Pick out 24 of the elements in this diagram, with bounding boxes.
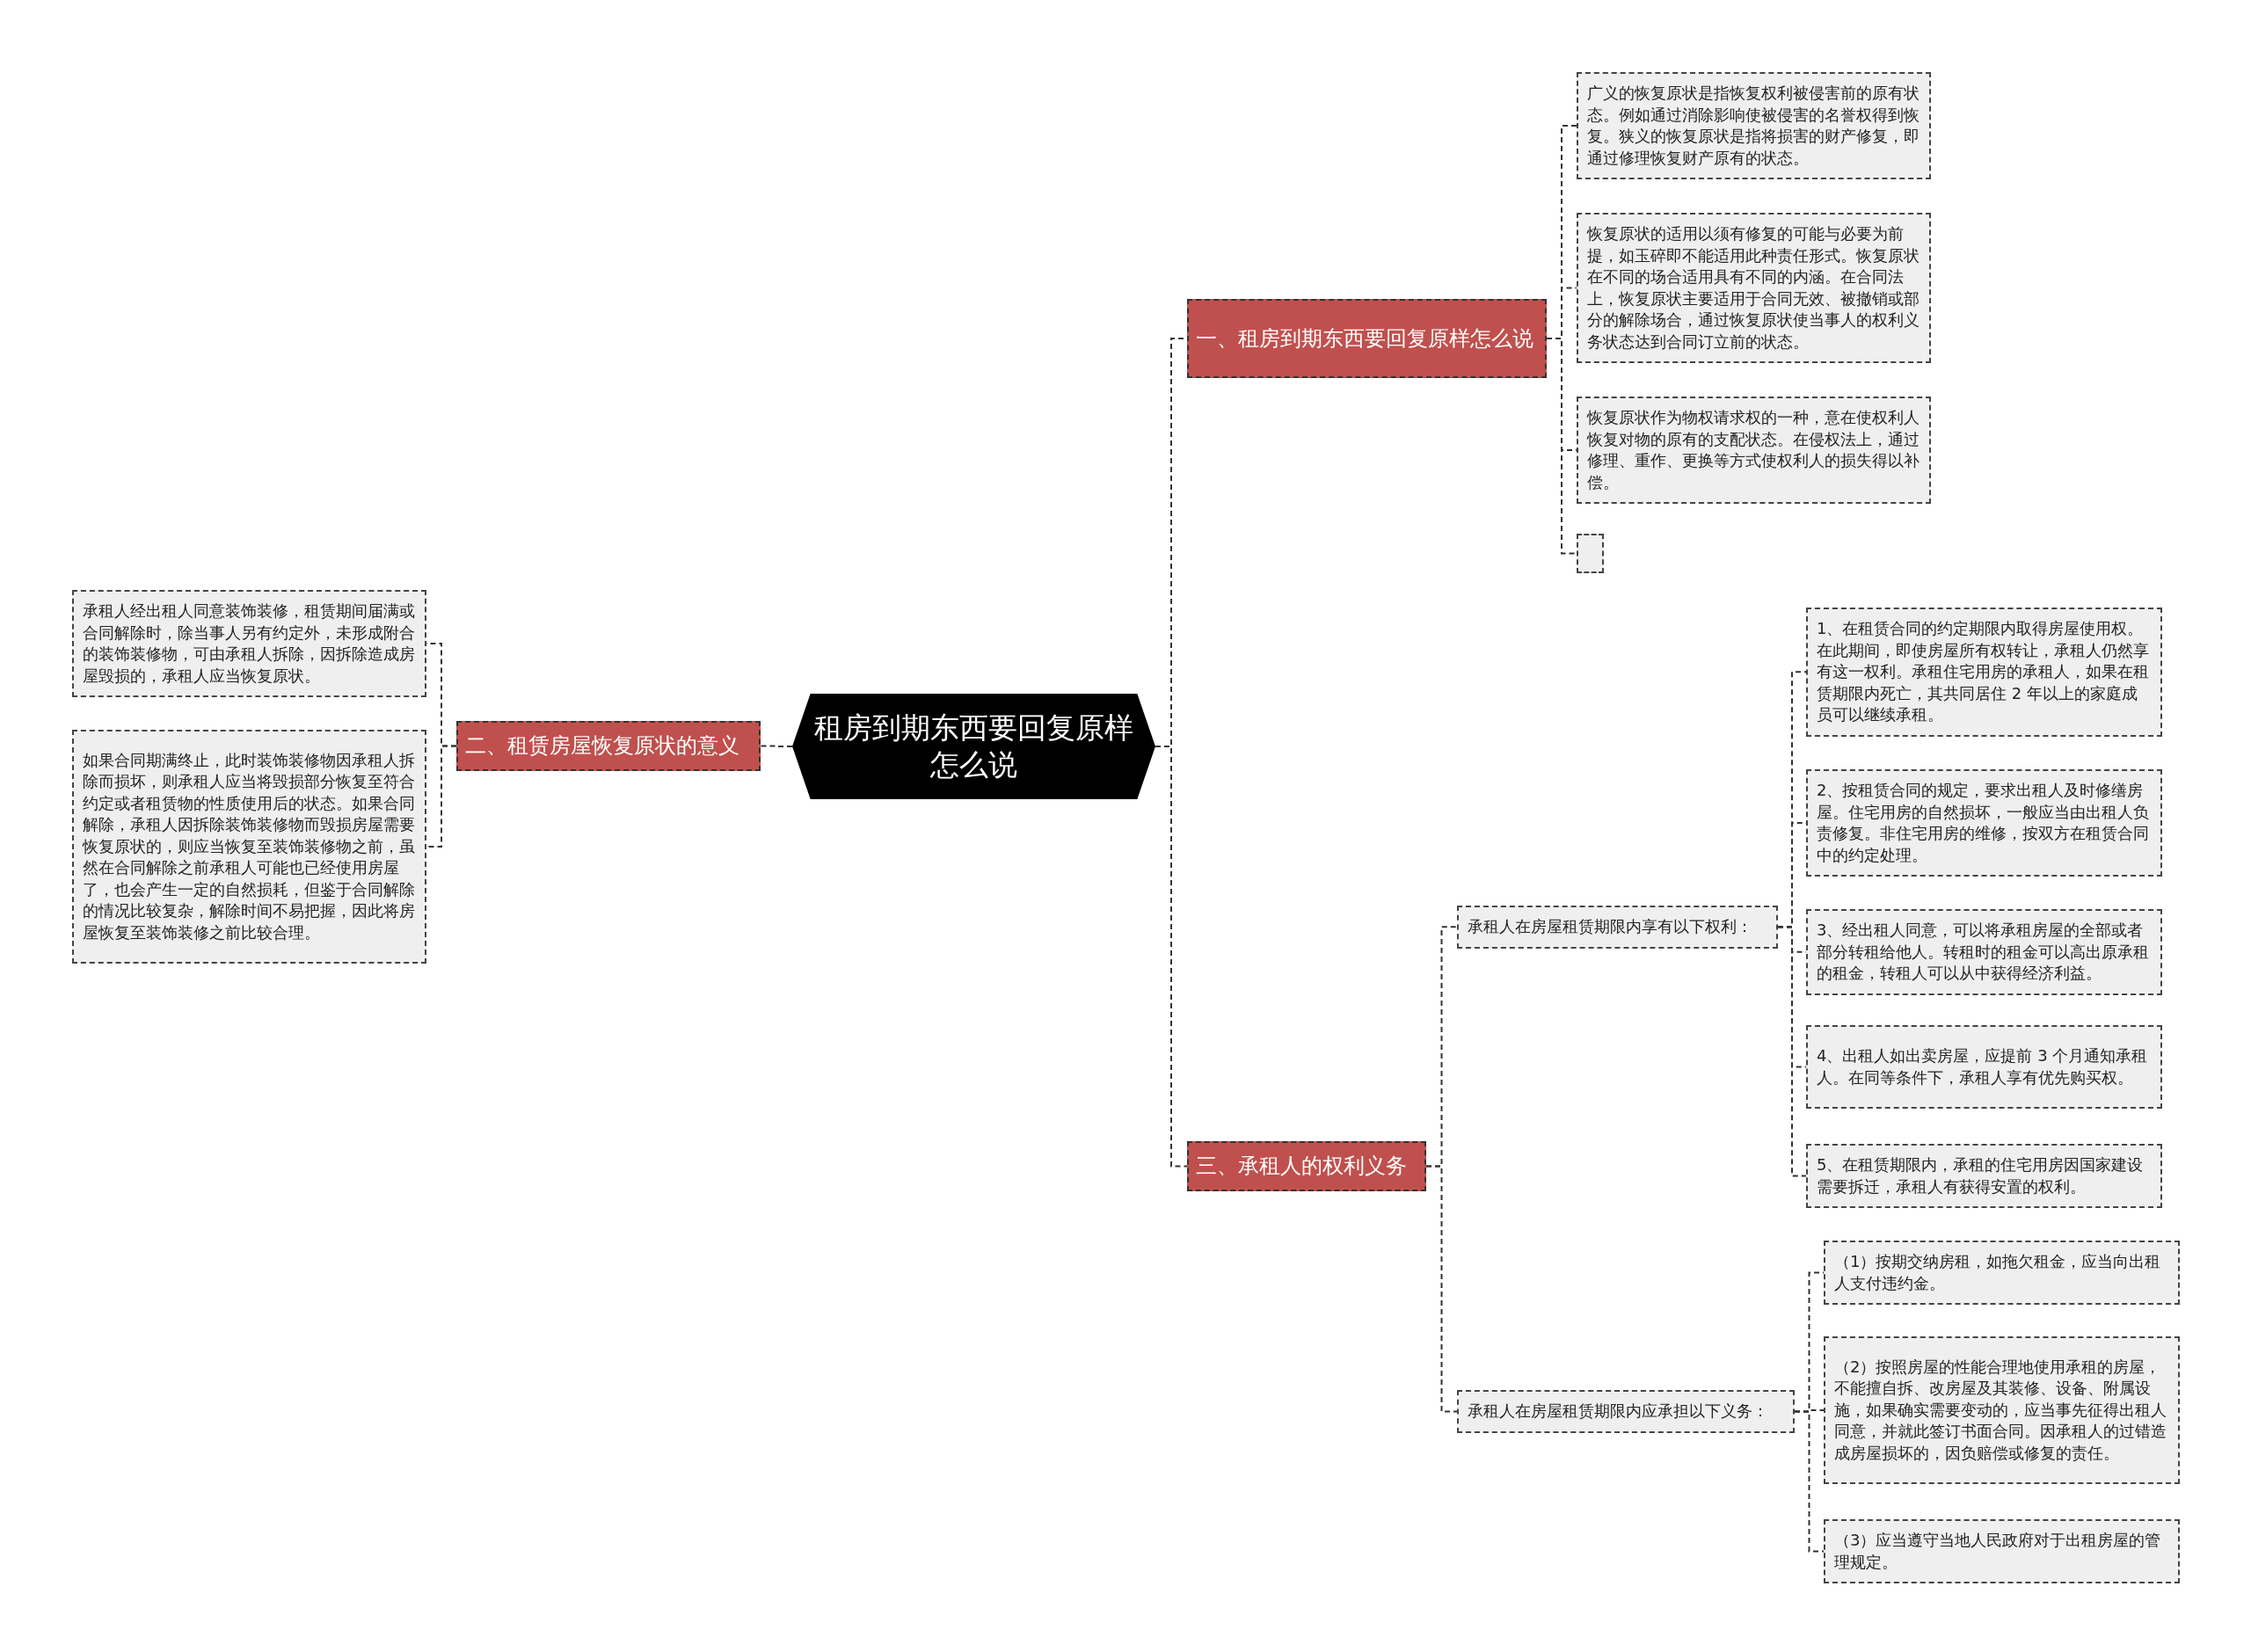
- note-box: 2、按租赁合同的规定，要求出租人及时修缮房屋。住宅用房的自然损坏，一般应当由出租人负责修复。非住宅用房的维修，按双方在租赁合同中的约定处理。: [1806, 769, 2162, 877]
- topic-box: 二、租赁房屋恢复原状的意义: [456, 721, 761, 771]
- connector: [1777, 926, 1807, 1177]
- note-box: 4、出租人如出卖房屋，应提前 3 个月通知承租人。在同等条件下，承租人享有优先购买权。: [1806, 1025, 2162, 1109]
- note-box: （3）应当遵守当地人民政府对于出租房屋的管理规定。: [1824, 1519, 2180, 1583]
- note-box: 承租人在房屋租赁期限内享有以下权利：: [1457, 906, 1778, 949]
- empty-box: [1577, 534, 1604, 573]
- topic-box: 一、租房到期东西要回复原样怎么说: [1187, 299, 1547, 378]
- note-box: 广义的恢复原状是指恢复权利被侵害前的原有状态。例如通过消除影响使被侵害的名誉权得到恢复。狭义的恢复原状是指将损害的财产修复，即通过修理恢复财产原有的状态。: [1577, 72, 1931, 179]
- note-box: 如果合同期满终止，此时装饰装修物因承租人拆除而损坏，则承租人应当将毁损部分恢复至符合约定或者租赁物的性质使用后的状态。如果合同解除，承租人因拆除装饰装修物而毁损房屋需要恢复原状的，则应当恢复至装饰装修物之前，虽然在合同解除之前承租人可能也已经使用房屋了，也会产生一定的自然损耗，但鉴于合同解除的情况比较复杂，解除时间不易把握，因此将房屋恢复至装饰装修之前比较合理。: [72, 730, 426, 964]
- connector: [760, 745, 793, 747]
- note-box: 恢复原状作为物权请求权的一种，意在使权利人恢复对物的原有的支配状态。在侵权法上，通过修理、重作、更换等方式使权利人的损失得以补偿。: [1577, 397, 1931, 504]
- note-box: 3、经出租人同意，可以将承租房屋的全部或者部分转租给他人。转租时的租金可以高出原承租的租金，转租人可以从中获得经济利益。: [1806, 909, 2162, 995]
- connector: [1794, 1410, 1825, 1553]
- note-box: 恢复原状的适用以须有修复的可能与必要为前提，如玉碎即不能适用此种责任形式。恢复原状在不同的场合适用具有不同的内涵。在合同法上，恢复原状主要适用于合同无效、被撤销或部分的解除场合，通过恢复原状使当事人的权利义务状态达到合同订立前的状态。: [1577, 213, 1931, 363]
- note-box: 承租人在房屋租赁期限内应承担以下义务：: [1457, 1390, 1795, 1433]
- note-box: 1、在租赁合同的约定期限内取得房屋使用权。在此期间，即使房屋所有权转让，承租人仍然享有这一权利。承租住宅用房的承租人，如果在租赁期限内死亡，其共同居住 2 年以上的家庭成员可以继续承租。: [1806, 608, 2162, 737]
- note-box: （2）按照房屋的性能合理地使用承租的房屋，不能擅自拆、改房屋及其装修、设备、附属设施，如果确实需要变动的，应当事先征得出租人同意，并就此签订书面合同。因承租人的过错造成房屋损坏的，因负赔偿或修复的责任。: [1824, 1336, 2180, 1484]
- connector: [1425, 1165, 1458, 1413]
- connector: [1546, 338, 1577, 555]
- topic-box: 三、承租人的权利义务: [1187, 1141, 1426, 1191]
- note-box: （1）按期交纳房租，如拖欠租金，应当向出租人支付违约金。: [1824, 1241, 2180, 1305]
- note-box: 承租人经出租人同意装饰装修，租赁期间届满或合同解除时，除当事人另有约定外，未形成附合的装饰装修物，可由承租人拆除，因拆除造成房屋毁损的，承租人应当恢复原状。: [72, 590, 426, 697]
- note-box: 5、在租赁期限内，承租的住宅用房因国家建设需要拆迁，承租人有获得安置的权利。: [1806, 1144, 2162, 1208]
